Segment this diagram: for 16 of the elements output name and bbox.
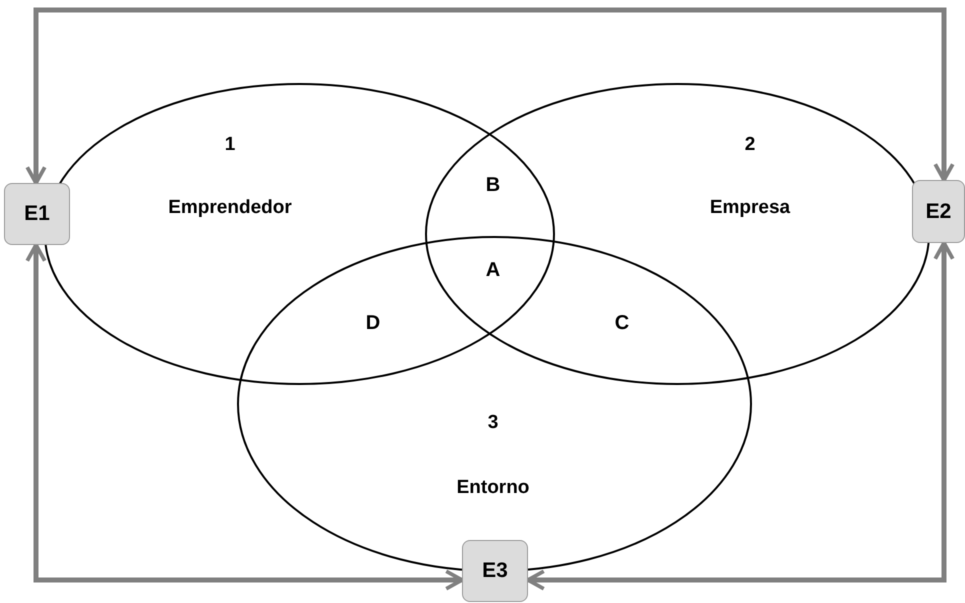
circle-number: 3	[488, 410, 498, 435]
region-letter: B	[486, 173, 500, 198]
arrow	[25, 8, 955, 185]
rounded-box: E3	[462, 540, 528, 602]
region-letter: D	[366, 311, 380, 336]
arrow	[25, 243, 464, 591]
circle-title: Entorno	[456, 476, 530, 500]
region-letter: A	[486, 258, 500, 283]
rounded-box: E1	[4, 183, 70, 245]
circle-number: 1	[224, 132, 236, 157]
rounded-box: E2	[912, 180, 965, 243]
arrow	[526, 241, 955, 591]
circle-title: Empresa	[710, 196, 790, 220]
region-letter: C	[614, 311, 630, 336]
circle-number: 2	[744, 132, 756, 157]
circle-title: Emprendedor	[168, 196, 292, 220]
